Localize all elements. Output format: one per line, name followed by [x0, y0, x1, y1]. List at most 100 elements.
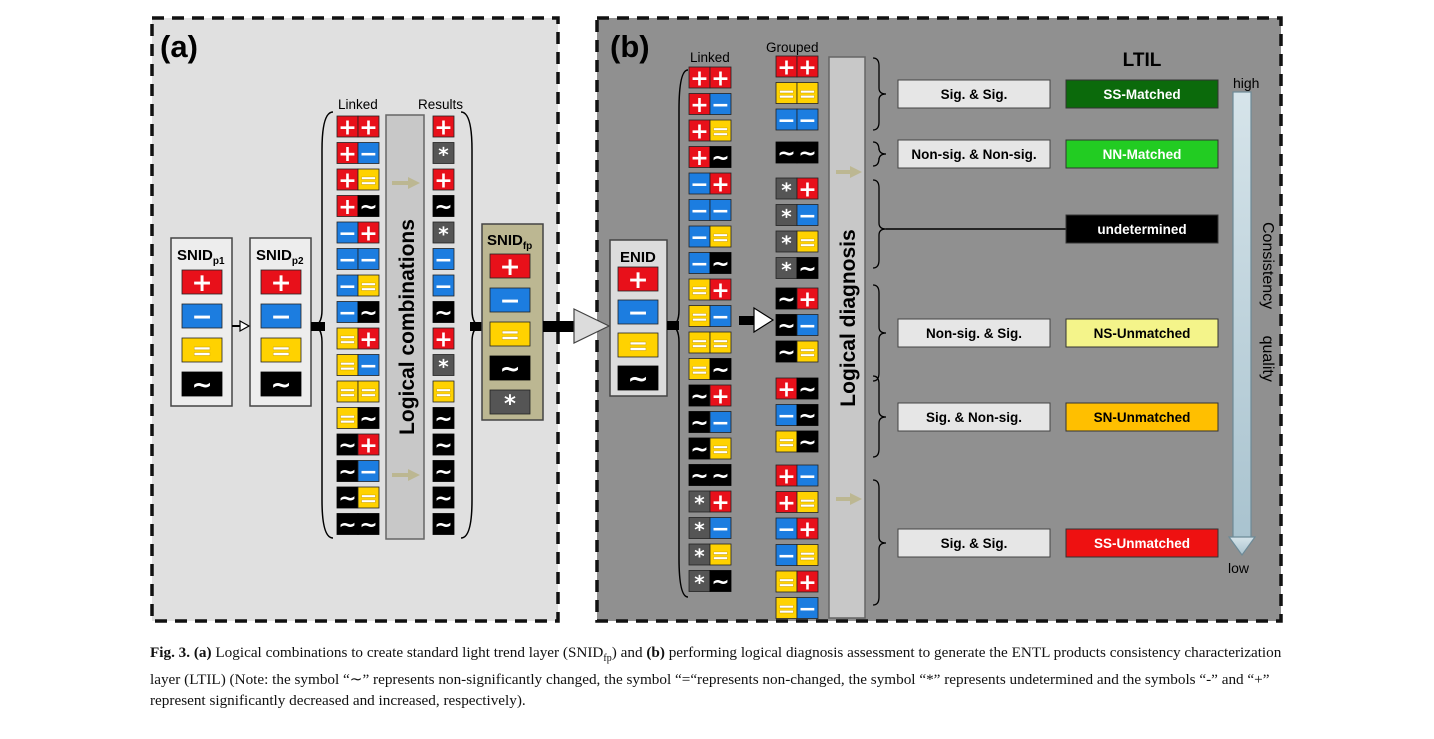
plus-symbol-icon: + [796, 570, 819, 595]
plus-symbol-icon: + [260, 268, 302, 297]
svg-text:=: = [499, 320, 520, 349]
tilde-symbol-icon: ~ [709, 146, 732, 171]
star-symbol-icon: * [775, 230, 798, 255]
star-symbol-icon: * [489, 389, 531, 418]
condition-label: Sig. & Sig. [941, 87, 1008, 102]
caption-text-1: Logical combinations to create standard … [211, 644, 604, 661]
star-symbol-icon: * [432, 354, 455, 378]
equal-symbol-icon: = [775, 430, 798, 456]
star-symbol-icon: * [688, 490, 711, 515]
svg-text:+: + [359, 433, 377, 458]
minus-symbol-icon: − [709, 199, 732, 224]
svg-text:=: = [359, 168, 377, 193]
plus-symbol-icon: + [688, 93, 711, 118]
caption-fig-number: Fig. 3. [150, 644, 191, 661]
equal-symbol-icon: = [432, 380, 455, 406]
minus-symbol-icon: − [688, 225, 711, 250]
plus-symbol-icon: + [489, 252, 531, 281]
svg-text:*: * [694, 491, 705, 515]
minus-symbol-icon: − [432, 248, 455, 273]
panel-a-linked-pairs: +++−+=+~−+−−−=−~=+=−===~~+~−~=~~ [336, 115, 380, 538]
star-symbol-icon: * [775, 204, 798, 228]
svg-text:=: = [338, 327, 356, 352]
svg-text:+: + [359, 221, 377, 246]
tilde-symbol-icon: ~ [432, 433, 455, 458]
svg-text:+: + [690, 93, 708, 118]
svg-text:=: = [338, 407, 356, 432]
svg-text:~: ~ [711, 146, 729, 171]
svg-text:−: − [690, 225, 708, 250]
panel-a-linked-header: Linked [338, 97, 378, 112]
svg-text:*: * [504, 392, 516, 418]
minus-symbol-icon: − [796, 464, 819, 489]
plus-symbol-icon: + [432, 115, 455, 140]
svg-text:~: ~ [434, 301, 452, 326]
svg-text:+: + [798, 570, 816, 595]
quality-high-label: high [1233, 75, 1259, 91]
equal-symbol-icon: = [688, 358, 711, 383]
tilde-symbol-icon: ~ [775, 314, 798, 339]
svg-text:−: − [798, 108, 816, 133]
tilde-symbol-icon: ~ [688, 411, 711, 436]
svg-text:~: ~ [434, 513, 452, 538]
equal-symbol-icon: = [796, 491, 819, 516]
panel-b-grouped-header: Grouped [766, 40, 819, 55]
tilde-symbol-icon: ~ [796, 430, 819, 455]
svg-text:~: ~ [434, 195, 452, 220]
svg-text:−: − [338, 274, 356, 299]
svg-text:=: = [338, 380, 356, 405]
snid-fp-sub: fp [523, 241, 532, 252]
svg-text:~: ~ [711, 464, 729, 489]
tilde-symbol-icon: ~ [336, 460, 359, 485]
snid-p2-box: SNIDp2 +−=~ [249, 237, 312, 407]
svg-text:~: ~ [434, 433, 452, 458]
svg-text:−: − [627, 298, 648, 327]
svg-text:−: − [270, 302, 291, 331]
plus-symbol-icon: + [336, 142, 359, 167]
tilde-symbol-icon: ~ [709, 252, 732, 277]
equal-symbol-icon: = [709, 543, 732, 569]
tilde-symbol-icon: ~ [357, 301, 380, 326]
svg-text:−: − [338, 221, 356, 246]
equal-symbol-icon: = [775, 597, 798, 622]
svg-text:=: = [191, 336, 212, 365]
plus-symbol-icon: + [775, 464, 798, 489]
svg-text:+: + [338, 142, 356, 167]
panel-b-linked-pairs: +++−+=+~−+−−−=−~=+=−===~~+~−~=~~*+*−*=*~ [688, 66, 732, 595]
panel-a-results: +*+~*−−~+*=~~~~~ [432, 115, 455, 538]
svg-text:−: − [434, 248, 452, 273]
star-symbol-icon: * [688, 570, 711, 594]
equal-symbol-icon: = [357, 486, 380, 512]
svg-text:~: ~ [777, 287, 795, 312]
minus-symbol-icon: − [709, 517, 732, 542]
snid-p2-title: SNID [256, 247, 292, 264]
svg-text:~: ~ [777, 141, 795, 166]
svg-text:=: = [270, 336, 291, 365]
svg-text:~: ~ [690, 384, 708, 409]
minus-symbol-icon: − [775, 544, 798, 569]
tilde-symbol-icon: ~ [489, 354, 531, 383]
svg-text:*: * [781, 257, 792, 281]
svg-text:−: − [777, 404, 795, 429]
minus-symbol-icon: − [796, 108, 819, 133]
svg-text:−: − [690, 172, 708, 197]
equal-symbol-icon: = [617, 331, 659, 360]
tilde-symbol-icon: ~ [432, 486, 455, 511]
svg-text:−: − [191, 302, 212, 331]
svg-text:~: ~ [690, 464, 708, 489]
logical-diagnosis-label: Logical diagnosis [837, 229, 860, 406]
plus-symbol-icon: + [709, 172, 732, 197]
condition-label: Non-sig. & Non-sig. [911, 147, 1036, 162]
condition-label: Non-sig. & Sig. [926, 326, 1022, 341]
tilde-symbol-icon: ~ [336, 513, 359, 538]
plus-symbol-icon: + [357, 115, 380, 140]
condition-box [897, 79, 1051, 109]
plus-symbol-icon: + [796, 177, 819, 202]
quality-low-label: low [1228, 560, 1250, 576]
svg-text:=: = [338, 354, 356, 379]
equal-symbol-icon: = [775, 82, 798, 107]
tilde-symbol-icon: ~ [357, 407, 380, 432]
svg-text:+: + [777, 377, 795, 402]
tilde-symbol-icon: ~ [617, 364, 659, 393]
plus-symbol-icon: + [432, 168, 455, 193]
